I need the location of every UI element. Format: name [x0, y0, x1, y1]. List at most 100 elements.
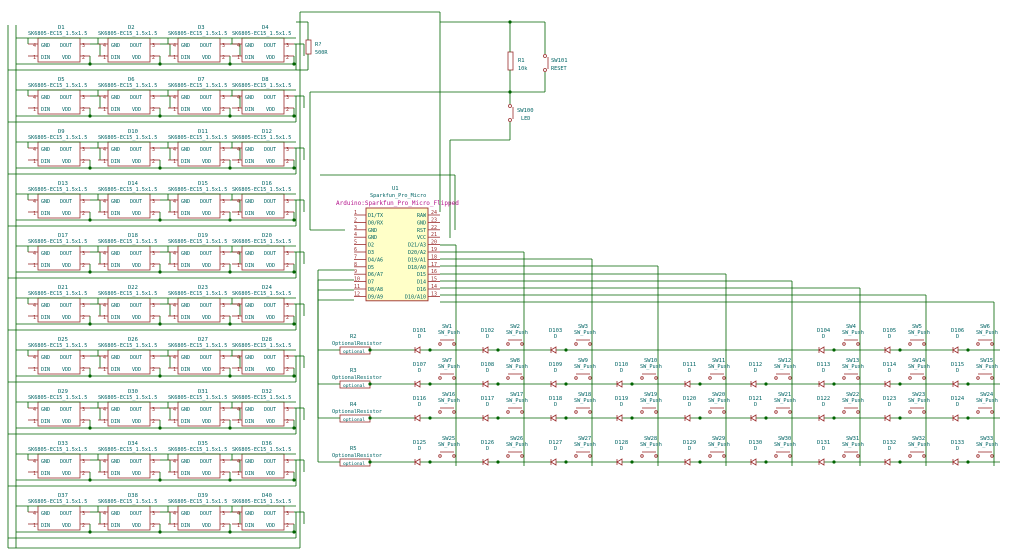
sw-contact: [842, 410, 846, 414]
led-body: [107, 89, 151, 115]
pin-4-number: 4: [103, 459, 106, 465]
pin-gnd-label: GND: [111, 43, 120, 49]
pin-vdd-label: VDD: [266, 55, 275, 61]
diode-value: D: [754, 368, 757, 374]
diode-symbol: [414, 458, 421, 466]
pin-3-number: 3: [152, 43, 155, 49]
mcu-pin-name: GND: [368, 228, 377, 234]
led-ref-label: D6: [128, 77, 135, 83]
diode-ref: D102: [481, 328, 494, 334]
switch-ref: SW27: [578, 436, 591, 442]
pin-vdd-label: VDD: [202, 523, 211, 529]
led-value-label: SK6805-EC15_1.5x1.5: [28, 239, 87, 245]
pin-3-number: 3: [82, 303, 85, 309]
pin-gnd-label: GND: [181, 147, 190, 153]
led-body: [177, 245, 221, 271]
sw-contact: [452, 410, 456, 414]
switch-ref: SW10: [644, 358, 657, 364]
pin-1-number: 1: [33, 263, 36, 269]
diode-ref: D110: [615, 362, 628, 368]
pin-1-number: 1: [237, 419, 240, 425]
pin-4-number: 4: [33, 199, 36, 205]
pin-vdd-label: VDD: [62, 367, 71, 373]
pin-2-number: 2: [152, 315, 155, 321]
pin-dout-label: DOUT: [60, 407, 72, 413]
mcu-pin-number: 16: [431, 269, 437, 275]
sw-contact: [976, 410, 980, 414]
pin-vdd-label: VDD: [132, 263, 141, 269]
pin-gnd-label: GND: [41, 95, 50, 101]
junction-dot: [368, 382, 372, 386]
row-resistor-value: OptionalResistor: [332, 341, 382, 347]
diode-ref: D104: [817, 328, 831, 334]
row-resistor-value: OptionalResistor: [332, 375, 382, 381]
pin-vdd-label: VDD: [202, 211, 211, 217]
diode-symbol: [952, 414, 959, 422]
led-ref-label: D24: [262, 285, 273, 291]
pin-gnd-label: GND: [245, 43, 254, 49]
led-ref-label: D16: [262, 181, 272, 187]
pin-gnd-label: GND: [181, 459, 190, 465]
switch-value: SW_Push: [506, 330, 528, 336]
pin-din-label: DIN: [41, 419, 50, 425]
diode-ref: D105: [883, 328, 896, 334]
led-ref-label: D33: [58, 441, 68, 447]
junction-dot: [966, 382, 970, 386]
led-value-label: SK6805-EC15_1.5x1.5: [28, 447, 87, 453]
switch-ref: SW33: [980, 436, 993, 442]
pin-gnd-label: GND: [181, 95, 190, 101]
led-ref-label: D30: [128, 389, 138, 395]
switch-value: SW_Push: [774, 364, 796, 370]
pin-2-number: 2: [222, 263, 225, 269]
row-resistor-ref: R5: [350, 446, 357, 452]
junction-dot: [898, 460, 902, 464]
pin-4-number: 4: [173, 459, 176, 465]
sw-contact: [908, 454, 912, 458]
pin-2-number: 2: [222, 367, 225, 373]
junction-dot: [764, 416, 768, 420]
pin-4-number: 4: [173, 95, 176, 101]
junction-dot: [496, 416, 500, 420]
pin-1-number: 1: [33, 107, 36, 113]
pin-1-number: 1: [173, 107, 176, 113]
pin-2-number: 2: [152, 367, 155, 373]
led-ref-label: D23: [198, 285, 208, 291]
switch-ref: SW16: [442, 392, 455, 398]
pin-3-number: 3: [152, 511, 155, 517]
sw-contact: [976, 454, 980, 458]
switch-value: SW_Push: [574, 398, 596, 404]
pin-vdd-label: VDD: [202, 55, 211, 61]
pin-vdd-label: VDD: [202, 367, 211, 373]
led-value-label: SK6805-EC15_1.5x1.5: [232, 343, 291, 349]
diode-symbol: [684, 458, 691, 466]
pin-gnd-label: GND: [111, 355, 120, 361]
diode-value: D: [888, 402, 891, 408]
diode-ref: D108: [481, 362, 494, 368]
switch-ref: SW32: [912, 436, 925, 442]
pin-2-number: 2: [286, 419, 289, 425]
pin-3-number: 3: [286, 199, 289, 205]
pin-4-number: 4: [103, 43, 106, 49]
pin-din-label: DIN: [111, 55, 120, 61]
led-resistor-ref: R?: [315, 42, 322, 48]
junction-dot: [508, 20, 512, 24]
mcu-pin-name: D4/A6: [368, 257, 383, 263]
pin-3-number: 3: [222, 407, 225, 413]
led-body: [107, 141, 151, 167]
diode-ref: D121: [749, 396, 762, 402]
pin-4-number: 4: [33, 407, 36, 413]
pin-1-number: 1: [103, 159, 106, 165]
pin-vdd-label: VDD: [202, 107, 211, 113]
pin-dout-label: DOUT: [264, 303, 276, 309]
pin-gnd-label: GND: [245, 199, 254, 205]
pin-2-number: 2: [152, 419, 155, 425]
sw-contact: [574, 376, 578, 380]
switch-value: SW_Push: [908, 398, 930, 404]
switch-value: SW_Push: [908, 330, 930, 336]
